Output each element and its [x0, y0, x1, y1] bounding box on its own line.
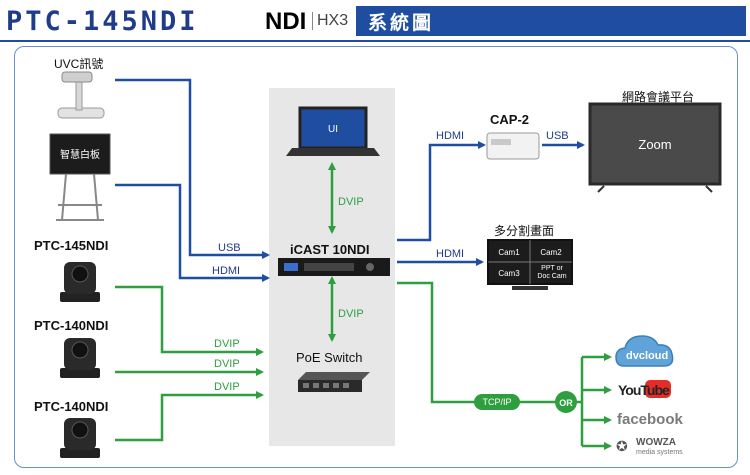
tcpip-line	[397, 281, 582, 404]
cam2-label: PTC-140NDI	[34, 318, 109, 333]
cam1-label: PTC-145NDI	[34, 238, 109, 253]
hdmi-in-label: HDMI	[212, 265, 241, 277]
cam3-label: PTC-140NDI	[34, 399, 109, 414]
hx-logo: HX3	[312, 12, 348, 30]
icast-label: iCAST 10NDI	[290, 242, 370, 257]
dvip-3-label: DVIP	[214, 381, 240, 393]
ptz-camera-icon	[60, 262, 100, 302]
usb-in-label: USB	[218, 242, 241, 254]
dvip-2-label: DVIP	[214, 358, 240, 370]
wowza-sub-logo: media systems	[636, 449, 683, 456]
uvc-label: UVC訊號	[54, 57, 104, 71]
poe-switch-icon	[298, 372, 370, 392]
meeting-platform-label: 網路會議平台	[622, 90, 695, 104]
laptop-icon	[286, 106, 380, 156]
multiview-monitor-icon	[487, 239, 573, 290]
dvcloud-logo: dvcloud	[626, 350, 669, 362]
cloud-icon	[615, 335, 674, 367]
laptop-screen-label: UI	[328, 124, 338, 135]
ndi-logo: NDI	[265, 8, 307, 35]
or-circle	[555, 391, 577, 413]
dvip-bottom-label: DVIP	[338, 308, 364, 320]
diagram-frame	[14, 46, 738, 468]
tcpip-pill	[474, 394, 520, 410]
whiteboard-screen-label: 智慧白板	[60, 148, 100, 161]
dvip-cam3-line	[115, 391, 264, 442]
cap2-label: CAP-2	[490, 112, 530, 127]
wowza-logo: WOWZA	[636, 437, 676, 448]
mv-cell-1: Cam1	[498, 248, 520, 257]
dvip-cam1-line	[115, 285, 264, 356]
youtube-badge	[645, 380, 671, 398]
model-title: PTC-145NDI	[6, 6, 199, 37]
dvip-top-label: DVIP	[338, 196, 364, 208]
multiview-title: 多分割畫面	[494, 224, 555, 238]
ptz-camera-icon	[60, 418, 100, 458]
youtube-logo: YouTube	[618, 382, 670, 398]
mv-cell-2: Cam2	[540, 248, 562, 257]
wowza-mark-icon: ✪	[616, 438, 628, 454]
smart-whiteboard-icon	[49, 133, 111, 221]
poe-switch-label: PoE Switch	[296, 350, 363, 365]
document-camera-icon	[57, 71, 105, 119]
hdmi-cap-line	[397, 141, 486, 242]
or-label: OR	[559, 398, 573, 408]
section-title: 系統圖	[368, 13, 435, 34]
tcpip-label: TCP/IP	[482, 397, 511, 407]
hdmi-input-line	[115, 183, 270, 282]
section-banner	[356, 6, 746, 36]
hdmi-cap-label: HDMI	[436, 130, 465, 142]
cap2-device-icon	[486, 132, 540, 160]
meeting-tv-icon	[588, 102, 722, 193]
facebook-logo: facebook	[617, 411, 683, 428]
ptz-camera-icon	[60, 338, 100, 378]
meeting-screen-label: Zoom	[638, 137, 671, 152]
usb-input-line	[115, 78, 270, 259]
dvip-1-label: DVIP	[214, 338, 240, 350]
header-rule	[0, 40, 750, 42]
icast-device-icon	[278, 258, 390, 276]
hdmi-multiview-label: HDMI	[436, 248, 465, 260]
usb-cap-label: USB	[546, 130, 569, 142]
mv-cell-3: Cam3	[498, 269, 520, 278]
mv-cell-4: PPT or Doc Cam	[537, 265, 567, 280]
